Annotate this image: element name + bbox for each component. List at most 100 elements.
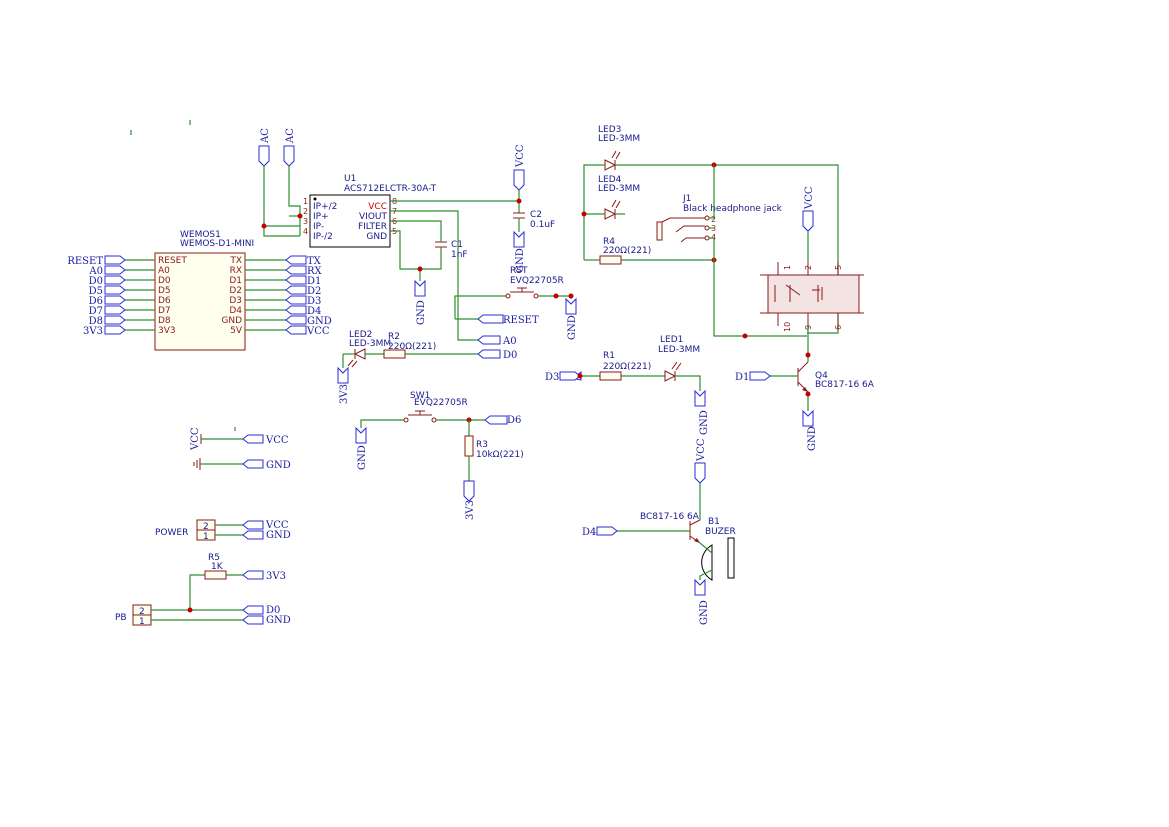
u1-pinnum-1: 1 bbox=[303, 197, 308, 206]
net-label-d3-led1: D3 bbox=[545, 372, 559, 383]
net-label-d5: D5 bbox=[89, 286, 103, 297]
net-label-d6-sw1: D6 bbox=[507, 415, 521, 426]
pb-pin-1: 1 bbox=[139, 617, 145, 627]
u1-pin-gnd: GND bbox=[366, 232, 387, 242]
led1-value: LED-3MM bbox=[658, 345, 700, 355]
power-pin-1: 1 bbox=[203, 532, 209, 542]
r4-value: 220Ω(221) bbox=[603, 246, 651, 256]
pushbutton-connector: R5 1K 3V3 PB 2 1 D0 GND bbox=[115, 553, 291, 627]
switch-rst: RST EVQ22705R RESET GND bbox=[454, 266, 578, 340]
net-label-d1: D1 bbox=[307, 276, 321, 287]
r4-ref: R4 bbox=[603, 237, 615, 247]
wemos-pin-gnd: GND bbox=[221, 316, 242, 326]
u1-pinnum-2: 2 bbox=[303, 207, 308, 216]
wemos-pin-a0: A0 bbox=[158, 266, 170, 276]
net-label-d4: D4 bbox=[307, 306, 321, 317]
wemos-ref: WEMOS1 bbox=[180, 230, 221, 240]
net-label-reset-rst: RESET bbox=[503, 315, 539, 326]
buzzer-driver: VCC BC817-16 6A B1 BUZER D4 GND bbox=[582, 438, 736, 625]
c2-ref: C2 bbox=[530, 210, 542, 220]
led3-value: LED-3MM bbox=[598, 134, 640, 144]
u1-pin-ipp2: IP+/2 bbox=[313, 202, 337, 212]
qbuzz-value: BC817-16 6A bbox=[640, 512, 700, 522]
led2-value: LED-3MM bbox=[349, 339, 391, 349]
net-label-gnd-u1: GND bbox=[416, 300, 427, 325]
headphone-led-section: LED3 LED-3MM LED4 LED-3MM R4 220Ω(221) J… bbox=[581, 125, 839, 339]
ac-inputs: AC AC bbox=[258, 128, 303, 237]
sw1-value: EVQ22705R bbox=[414, 398, 468, 408]
wemos-pin-5v: 5V bbox=[230, 326, 243, 336]
net-label-3v3-r5: 3V3 bbox=[266, 571, 286, 582]
led1-branch: R1 220Ω(221) LED1 LED-3MM D3 GND bbox=[545, 335, 710, 435]
r2-ref: R2 bbox=[388, 332, 400, 342]
net-label-d0: D0 bbox=[89, 276, 103, 287]
wemos-pin-3v3: 3V3 bbox=[158, 326, 176, 336]
b1-ref: B1 bbox=[708, 517, 720, 527]
d0-port bbox=[477, 349, 501, 359]
wemos-pin-d5: D5 bbox=[158, 286, 171, 296]
net-label-reset: RESET bbox=[67, 256, 103, 267]
net-label-d3: D3 bbox=[307, 296, 321, 307]
net-label-vcc: VCC bbox=[306, 326, 330, 337]
wemos-pin-d0: D0 bbox=[158, 276, 171, 286]
j1-ref: J1 bbox=[682, 194, 691, 204]
r1-value: 220Ω(221) bbox=[603, 362, 651, 372]
gnd-port-u1 bbox=[414, 279, 426, 297]
capacitor-c2: VCC C2 0.1uF GND bbox=[513, 144, 555, 273]
u1-pin-filter: FILTER bbox=[358, 222, 387, 232]
net-label-gnd-pb: GND bbox=[266, 615, 291, 626]
relay-body bbox=[767, 274, 860, 314]
net-label-gnd-buzzer: GND bbox=[699, 600, 710, 625]
transistor-q4: Q4 BC817-16 6A D1 GND bbox=[735, 361, 875, 451]
wemos-pin-d8: D8 bbox=[158, 316, 171, 326]
net-label-gnd-q4: GND bbox=[807, 426, 818, 451]
u1-pin-ipp: IP+ bbox=[313, 212, 329, 222]
u1-pin-ipm: IP- bbox=[313, 222, 324, 232]
wemos-pin-reset: RESET bbox=[158, 256, 187, 266]
net-label-ac-1: AC bbox=[260, 128, 271, 144]
sw1-ref: SW1 bbox=[410, 391, 430, 401]
switch-sw1: SW1 EVQ22705R D6 R3 10kΩ(221) 3V3 GND bbox=[355, 391, 524, 520]
relay-pin-1: 1 bbox=[783, 265, 792, 270]
wemos-body bbox=[154, 252, 246, 351]
relay-pin-10: 10 bbox=[783, 322, 792, 332]
power-connector: POWER 2 1 VCC GND bbox=[155, 519, 291, 542]
u1-ref: U1 bbox=[344, 174, 356, 184]
wemos-pin-d2: D2 bbox=[229, 286, 242, 296]
power-symbols: VCC VCC GND bbox=[190, 427, 291, 471]
wemos-pin-d3: D3 bbox=[229, 296, 242, 306]
led3-ref: LED3 bbox=[598, 125, 621, 135]
r1-ref: R1 bbox=[603, 351, 615, 361]
net-label-vcc-sym: VCC bbox=[190, 427, 201, 451]
a0-port bbox=[477, 335, 501, 345]
relay-pin-2: 2 bbox=[804, 265, 813, 270]
net-label-3v3-r3: 3V3 bbox=[465, 500, 476, 520]
wemos-pin-tx: TX bbox=[229, 256, 242, 266]
u1-body bbox=[309, 194, 391, 248]
capacitor-c1: C1 1nF bbox=[435, 238, 468, 260]
power-ref: POWER bbox=[155, 528, 188, 538]
net-label-d2: D2 bbox=[307, 286, 321, 297]
wemos-pin-d1: D1 bbox=[229, 276, 242, 286]
u1-value: ACS712ELCTR-30A-T bbox=[344, 184, 437, 194]
net-label-gnd-power: GND bbox=[266, 530, 291, 541]
u1-pin-ipm2: IP-/2 bbox=[313, 232, 333, 242]
net-label-gnd-sw1: GND bbox=[357, 445, 368, 470]
net-label-gnd: GND bbox=[307, 316, 332, 327]
led2-ref: LED2 bbox=[349, 330, 372, 340]
rst-value: EVQ22705R bbox=[510, 276, 564, 286]
u1-pin-vcc: VCC bbox=[368, 202, 387, 212]
r3-value: 10kΩ(221) bbox=[476, 450, 524, 460]
net-label-3v3: 3V3 bbox=[83, 326, 103, 337]
u1-pinnum-3: 3 bbox=[303, 217, 308, 226]
u1-current-sensor: U1 ACS712ELCTR-30A-T IP+/2 IP+ IP- IP-/2… bbox=[303, 174, 519, 341]
net-label-a0: A0 bbox=[88, 266, 103, 277]
r5-ref: R5 bbox=[208, 553, 220, 563]
r5-value: 1K bbox=[211, 562, 224, 572]
q4-ref: Q4 bbox=[815, 371, 828, 381]
net-label-gnd-rst: GND bbox=[567, 315, 578, 340]
net-label-ac-2: AC bbox=[285, 128, 296, 144]
led1-ref: LED1 bbox=[660, 335, 683, 345]
net-label-gnd-sym-right: GND bbox=[266, 460, 291, 471]
